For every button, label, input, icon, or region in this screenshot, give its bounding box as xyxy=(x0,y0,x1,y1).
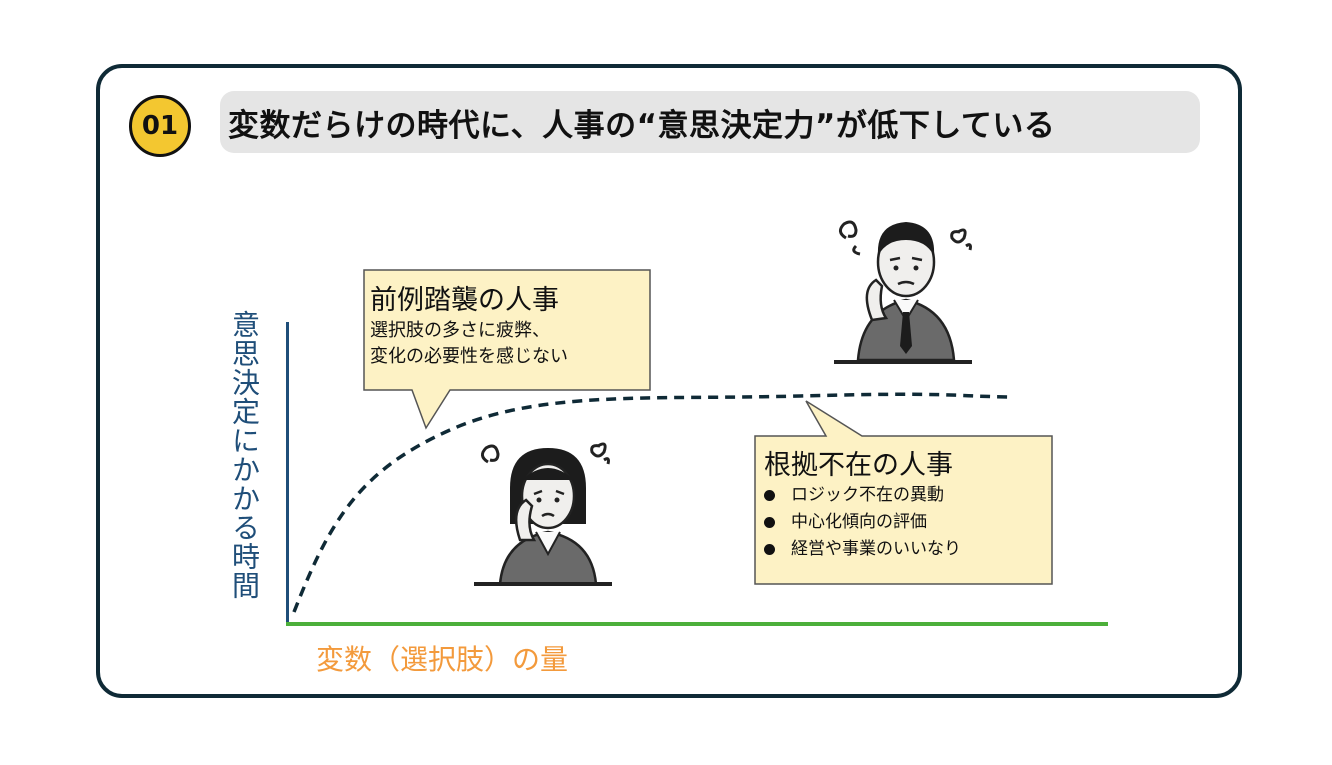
worried-man-icon xyxy=(834,220,972,364)
y-axis-line xyxy=(286,322,289,626)
x-axis-label: 変数（選択肢）の量 xyxy=(316,643,569,676)
list-item-label: 中心化傾向の評価 xyxy=(791,512,927,532)
callout-1-text: 選択肢の多さに疲弊、 変化の必要性を感じない xyxy=(370,318,568,370)
list-item-label: 経営や事業のいいなり xyxy=(791,539,961,559)
decision-time-curve xyxy=(292,392,1009,613)
callout-2-title: 根拠不在の人事 xyxy=(764,450,953,481)
list-item: ロジック不在の異動 xyxy=(764,482,961,509)
list-item: 経営や事業のいいなり xyxy=(764,536,961,563)
section-number-badge: 01 xyxy=(129,95,191,157)
list-item-label: ロジック不在の異動 xyxy=(791,485,944,505)
page-title: 変数だらけの時代に、人事の“意思決定力”が低下している xyxy=(228,107,1056,144)
title-bar: 変数だらけの時代に、人事の“意思決定力”が低下している xyxy=(220,91,1200,153)
callout-box-2 xyxy=(754,400,1053,585)
bullet-icon xyxy=(764,490,775,501)
worried-woman-icon xyxy=(474,442,612,586)
y-axis-label: 意思決定にかかる時間 xyxy=(228,310,261,600)
section-number: 01 xyxy=(141,111,179,141)
bullet-icon xyxy=(764,544,775,555)
callout-box-1 xyxy=(363,269,651,430)
callout-2-list: ロジック不在の異動 中心化傾向の評価 経営や事業のいいなり xyxy=(764,482,961,563)
x-axis-line xyxy=(286,622,1108,626)
callout-1-line: 変化の必要性を感じない xyxy=(370,346,568,367)
bullet-icon xyxy=(764,517,775,528)
callout-1-title: 前例踏襲の人事 xyxy=(370,285,559,316)
list-item: 中心化傾向の評価 xyxy=(764,509,961,536)
callout-1-line: 選択肢の多さに疲弊、 xyxy=(370,320,550,341)
